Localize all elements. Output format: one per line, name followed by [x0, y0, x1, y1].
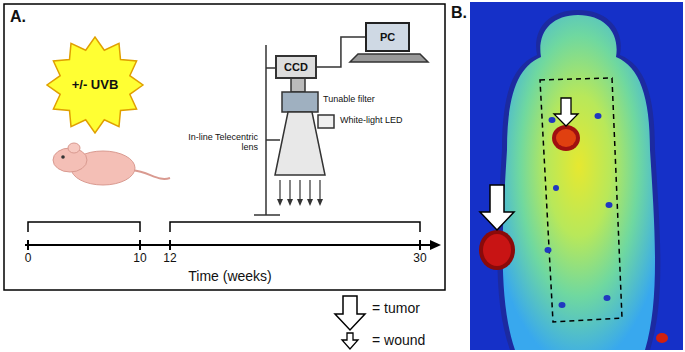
tumor-arrow-symbol — [335, 296, 365, 330]
node-text: CCD — [284, 61, 308, 73]
label-box: 30 — [413, 252, 426, 266]
legend-item: = wound — [372, 332, 425, 348]
label-text: A. — [10, 8, 26, 25]
label-text: 0 — [25, 251, 32, 265]
label-box: 0 — [25, 252, 32, 266]
label-text: 12 — [163, 251, 176, 265]
node-text: PC — [380, 31, 395, 43]
bracket — [28, 222, 140, 232]
label-box: Tunable filter — [323, 94, 375, 104]
fluorescence-image — [470, 2, 683, 350]
label-box: 10 — [133, 252, 146, 266]
label-box: A. — [10, 8, 26, 26]
label-text: 10 — [133, 251, 146, 265]
label-box: White-light LED — [340, 115, 403, 125]
label-text: B. — [451, 4, 467, 21]
uvb-burst — [47, 37, 143, 133]
label-box: 12 — [163, 252, 176, 266]
laptop-screen: PC — [365, 22, 410, 52]
label-box: B. — [451, 4, 467, 22]
imaging-apparatus — [254, 45, 428, 215]
label-text: Tunable filter — [323, 94, 375, 104]
label-text: 30 — [413, 251, 426, 265]
cable-connector — [317, 37, 365, 67]
wound-arrow-symbol — [342, 333, 358, 349]
mouse-figure — [53, 143, 170, 185]
timeline-axis — [25, 240, 441, 250]
label-box: In-line Telecentric lens — [188, 132, 258, 153]
bracket — [170, 222, 420, 232]
legend-item: = tumor — [372, 300, 420, 316]
label-text: In-line Telecentric lens — [188, 132, 258, 152]
label-text: +/- UVB — [72, 77, 119, 92]
legend-text: = tumor — [372, 300, 420, 316]
label-box: Time (weeks) — [188, 268, 272, 284]
camera-box: CCD — [275, 55, 317, 79]
label-box: +/- UVB — [69, 78, 121, 93]
label-text: White-light LED — [340, 115, 403, 125]
legend-text: = wound — [372, 332, 425, 348]
panel-frame — [4, 4, 445, 290]
label-text: Time (weeks) — [188, 268, 272, 284]
